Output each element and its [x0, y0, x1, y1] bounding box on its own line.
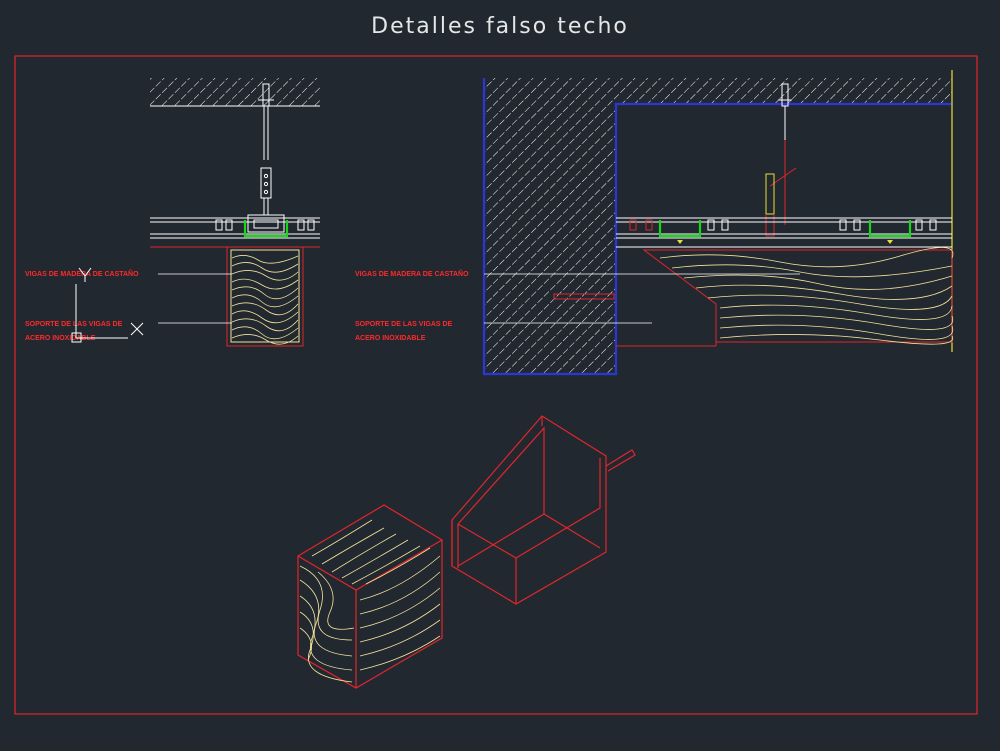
right-support-label-line2: ACERO INOXIDABLE — [355, 335, 426, 342]
right-steel-profile-1 — [658, 220, 702, 238]
left-section-detail[interactable]: VIGAS DE MADERA DE CASTAÑO SOPORTE DE LA… — [25, 78, 320, 347]
left-support-label-line2: ACERO INOXIDABLE — [25, 335, 96, 342]
left-beam-label: VIGAS DE MADERA DE CASTAÑO — [25, 269, 139, 278]
iso-wood-block — [297, 504, 443, 689]
left-support-label-line1: SOPORTE DE LAS VIGAS DE — [25, 321, 123, 328]
ucs-crosshair-icon[interactable] — [75, 267, 128, 339]
layout-frame — [14, 55, 978, 715]
left-wood-beam — [226, 246, 304, 347]
isometric-detail[interactable] — [297, 415, 636, 689]
right-hanger-rod — [765, 83, 797, 237]
pickbox-icon[interactable] — [71, 332, 82, 343]
left-hanger-rod — [247, 83, 285, 233]
drawing-title: Detalles falso techo — [371, 14, 629, 39]
right-section-detail[interactable]: VIGAS DE MADERA DE CASTAÑO SOPORTE DE LA… — [355, 70, 954, 376]
left-slab-hatch — [150, 78, 320, 106]
cross-cursor-icon[interactable] — [130, 322, 144, 336]
right-support-label-line1: SOPORTE DE LAS VIGAS DE — [355, 321, 453, 328]
right-steel-profile-2 — [868, 220, 912, 238]
right-wood-beam — [616, 247, 954, 347]
profile-clips — [677, 240, 893, 244]
iso-steel-bracket — [451, 415, 636, 605]
left-steel-profile — [243, 220, 289, 238]
right-wall-hatch — [484, 78, 952, 374]
right-ceiling-layers — [616, 217, 952, 239]
left-ceiling-layers — [150, 217, 320, 239]
right-beam-label: VIGAS DE MADERA DE CASTAÑO — [355, 269, 469, 278]
steel-support-bar — [553, 293, 615, 300]
